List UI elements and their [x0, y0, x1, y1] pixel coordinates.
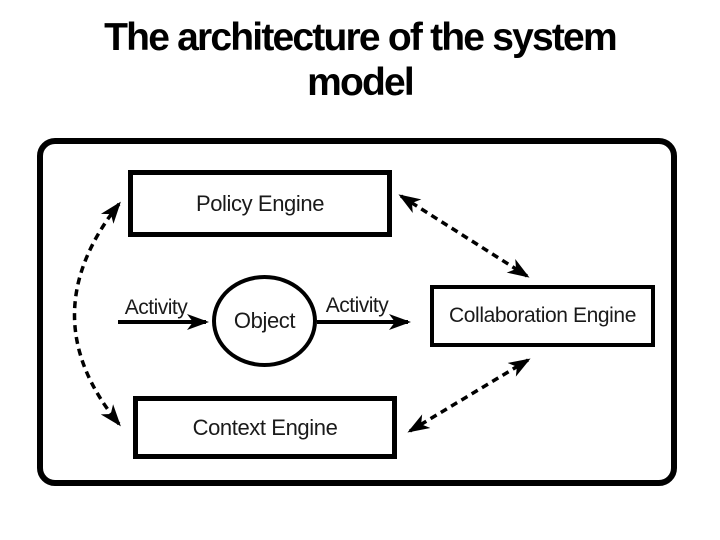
policy-engine-label: Policy Engine [195, 190, 325, 216]
node-policy-engine: Policy Engine [128, 170, 392, 237]
activity-out-label: Activity [325, 294, 389, 317]
activity-in-label: Activity [124, 296, 188, 319]
context-collaboration-dashed-arrow [407, 358, 531, 433]
object-label: Object [233, 308, 296, 333]
node-context-engine: Context Engine [133, 396, 397, 459]
slide-title-line2: model [307, 60, 415, 104]
policy-collaboration-dashed-arrow [398, 194, 530, 278]
node-object: Object [212, 275, 317, 367]
node-collaboration-engine: Collaboration Engine [430, 285, 655, 347]
policy-context-dashed-arc [72, 201, 121, 427]
collaboration-engine-label: Collaboration Engine [449, 304, 636, 327]
context-engine-label: Context Engine [192, 414, 338, 440]
slide-title-line1: The architecture of the system [104, 16, 617, 59]
